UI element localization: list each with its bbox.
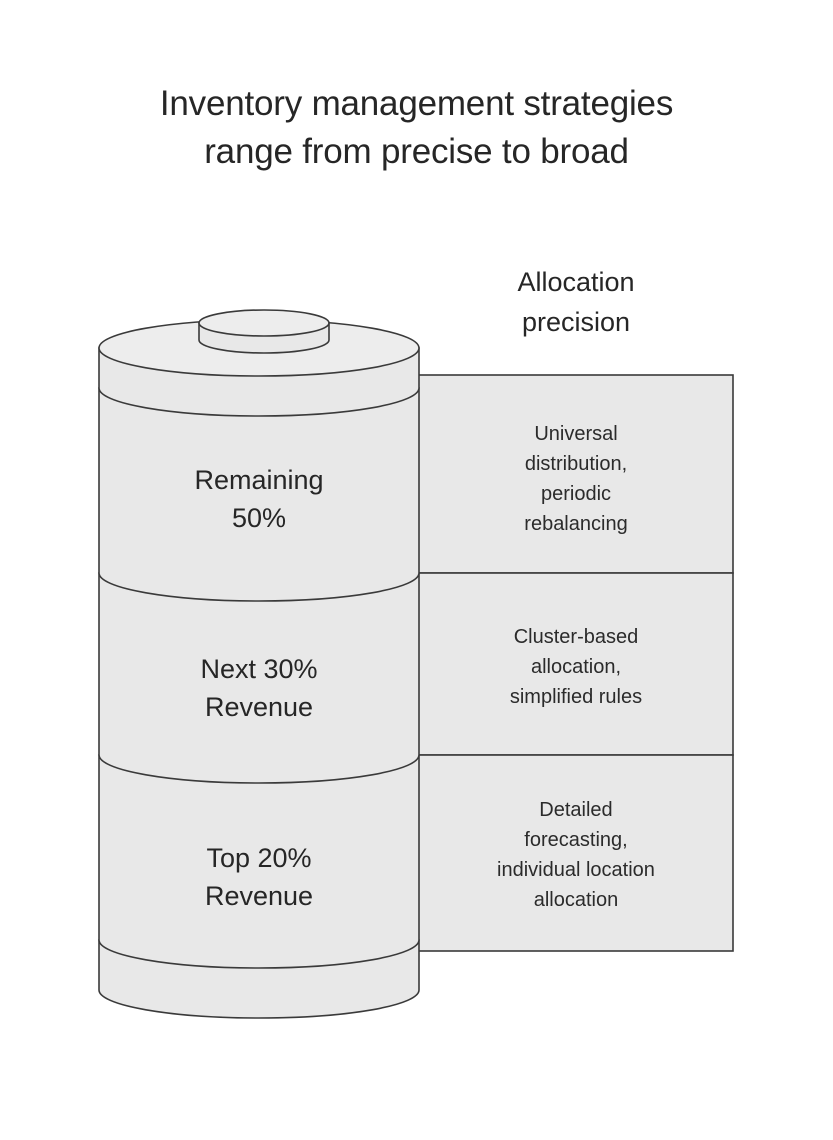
description-remaining-line-3: periodic xyxy=(540,483,612,505)
cylinder xyxy=(98,309,420,1019)
page-title: Inventory management strategies range fr… xyxy=(0,80,833,176)
description-next30-line-3: simplified rules xyxy=(509,686,643,708)
column-header-line-2: precision xyxy=(521,307,631,337)
cylinder-segment-remaining xyxy=(98,387,420,602)
segment-label-top20-line-1: Top 20% xyxy=(206,843,312,873)
segment-label-remaining-line-2: 50% xyxy=(231,503,287,533)
description-box-next30 xyxy=(417,572,734,756)
description-top20-line-4: allocation xyxy=(533,889,619,911)
title-line-1: Inventory management strategies xyxy=(159,84,674,123)
description-text-remaining: Universal distribution, periodic rebalan… xyxy=(426,419,726,539)
segment-label-next30: Next 30% Revenue xyxy=(99,650,419,726)
description-remaining-line-1: Universal xyxy=(534,423,618,445)
description-top20-line-1: Detailed xyxy=(539,799,613,821)
segment-label-remaining: Remaining 50% xyxy=(99,461,419,537)
description-next30-line-1: Cluster-based xyxy=(513,626,639,648)
segment-label-top20-line-2: Revenue xyxy=(204,881,314,911)
description-next30-line-2: allocation, xyxy=(530,656,622,678)
segment-label-remaining-line-1: Remaining xyxy=(194,465,324,495)
title-line-2: range from precise to broad xyxy=(204,132,629,171)
description-top20-line-3: individual location xyxy=(497,859,655,881)
description-boxes xyxy=(417,374,734,952)
segment-label-top20: Top 20% Revenue xyxy=(99,839,419,915)
description-remaining-line-4: rebalancing xyxy=(524,513,628,535)
segment-label-next30-line-1: Next 30% xyxy=(200,654,318,684)
description-box-remaining xyxy=(417,374,734,574)
description-text-top20: Detailed forecasting, individual locatio… xyxy=(426,795,726,915)
description-box-top20 xyxy=(417,754,734,952)
cylinder-segment-top20 xyxy=(98,754,420,969)
description-top20-line-2: forecasting, xyxy=(524,829,628,851)
allocation-precision-header: Allocation precision xyxy=(418,262,734,342)
column-header-line-1: Allocation xyxy=(517,267,635,297)
description-remaining-line-2: distribution, xyxy=(524,453,628,475)
cylinder-terminal-top xyxy=(198,309,330,337)
description-text-next30: Cluster-based allocation, simplified rul… xyxy=(426,622,726,712)
cylinder-segment-next30 xyxy=(98,572,420,784)
segment-label-next30-line-2: Revenue xyxy=(204,692,314,722)
